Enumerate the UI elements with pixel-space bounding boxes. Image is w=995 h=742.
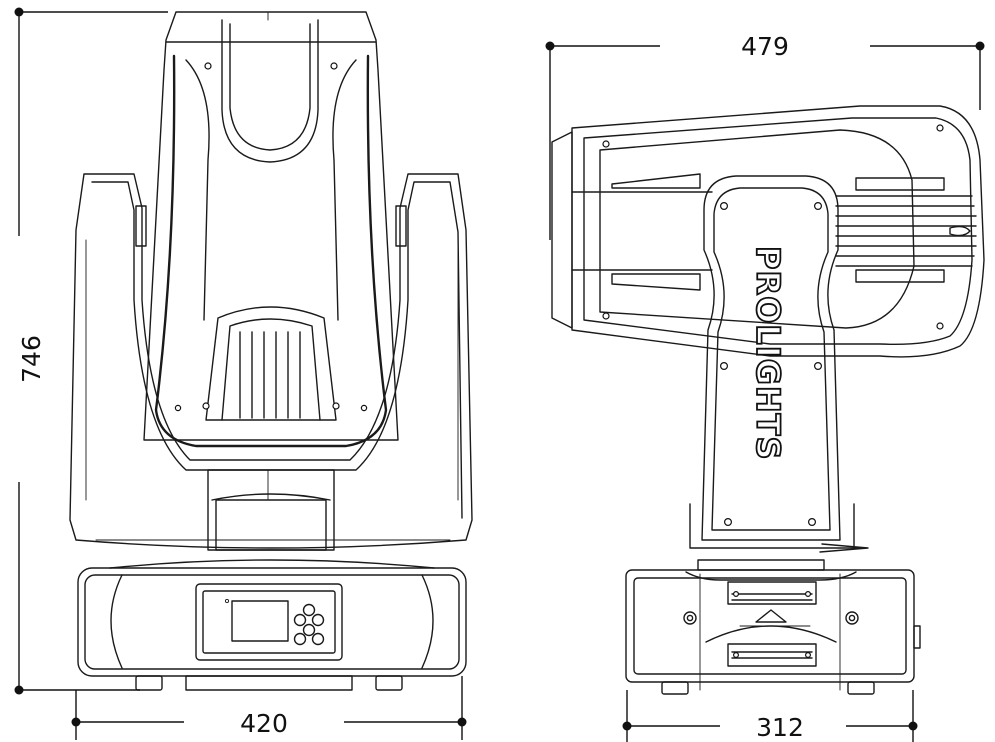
front-head xyxy=(143,11,399,448)
front-control-buttons xyxy=(293,603,325,646)
dimension-front-width: 420 xyxy=(71,676,467,740)
dimension-label-420: 420 xyxy=(240,709,288,738)
dimension-label-312: 312 xyxy=(756,713,804,742)
side-view: PROLIGHTS xyxy=(551,105,985,695)
dimension-label-479: 479 xyxy=(741,32,789,61)
dimension-side-base-width: 312 xyxy=(622,690,918,742)
side-fins xyxy=(835,195,977,267)
front-view xyxy=(69,11,473,691)
front-base xyxy=(77,559,467,691)
dimension-side-length: 479 xyxy=(545,32,985,240)
dimension-label-746: 746 xyxy=(17,335,46,383)
brand-logo: PROLIGHTS xyxy=(749,246,787,461)
front-yoke xyxy=(69,173,473,551)
front-lcd-display xyxy=(231,600,289,642)
side-head xyxy=(551,105,985,358)
front-fins xyxy=(239,331,301,419)
side-base-connectors xyxy=(727,581,817,667)
dimension-front-height: 746 xyxy=(14,7,168,695)
side-yoke-arm: PROLIGHTS xyxy=(689,175,869,553)
side-base xyxy=(625,559,921,695)
